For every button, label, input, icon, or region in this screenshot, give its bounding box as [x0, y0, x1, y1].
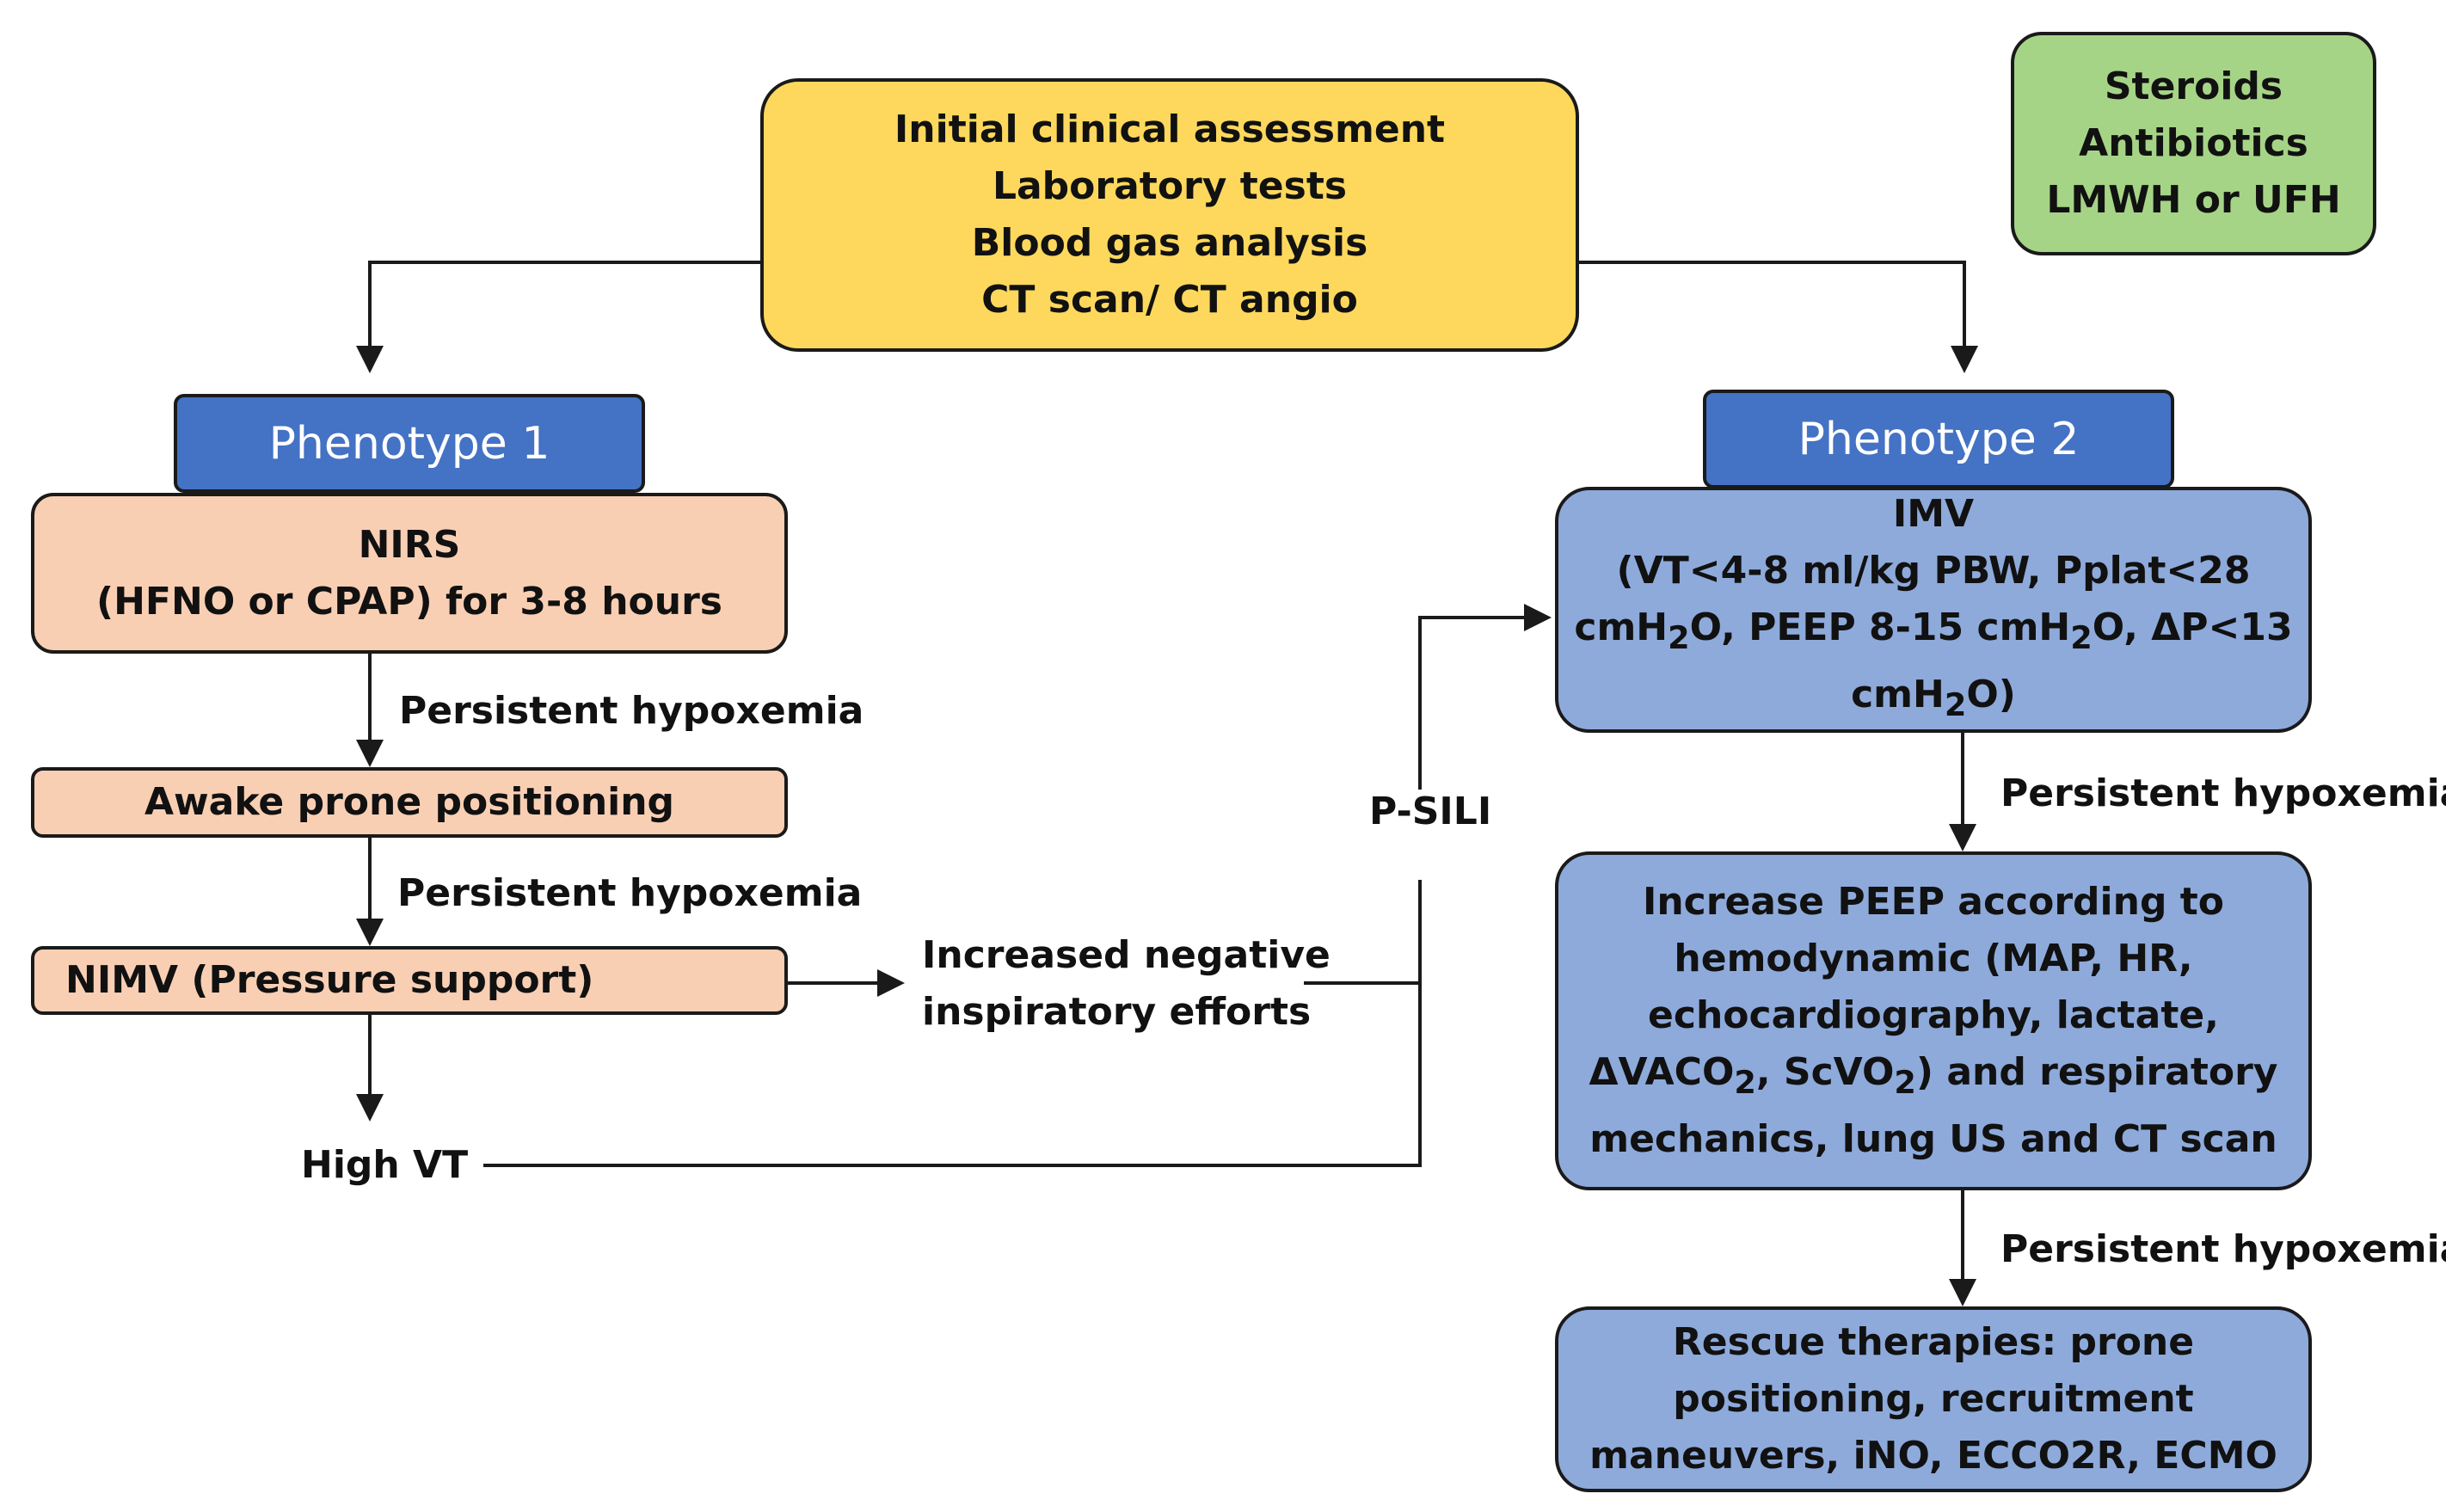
imv-line-3-subscript-1: 2 — [1668, 619, 1690, 656]
imv-line-3: cmH2O, PEEP 8-15 cmH2O, ΔP<13 — [1574, 599, 2292, 667]
increase-peep-box: Increase PEEP according to hemodynamic (… — [1555, 851, 2312, 1190]
phenotype1-header: Phenotype 1 — [174, 394, 645, 493]
peep-line-4: ΔVACO2, ScVO2) and respiratory — [1589, 1044, 2277, 1111]
adjunct-therapies-box: Steroids Antibiotics LMWH or UFH — [2011, 32, 2376, 255]
imv-line-3-part-c: O, ΔP<13 — [2092, 605, 2293, 650]
imv-line-3-part-a: cmH — [1574, 605, 1669, 650]
arrow-assessment-to-phenotype1 — [356, 261, 760, 373]
imv-line-3-subscript-2: 2 — [2070, 619, 2093, 656]
phenotype2-header: Phenotype 2 — [1703, 390, 2174, 489]
imv-box: IMV (VT<4-8 ml/kg PBW, Pplat<28 cmH2O, P… — [1555, 487, 2312, 733]
awake-prone-label: Awake prone positioning — [144, 780, 675, 824]
rescue-line-3: maneuvers, iNO, ECCO2R, ECMO — [1589, 1434, 2277, 1478]
nirs-line-1: NIRS — [358, 522, 461, 567]
imv-line-3-part-b: O, PEEP 8-15 cmH — [1689, 605, 2071, 650]
peep-line-4-subscript-1: 2 — [1734, 1063, 1756, 1101]
peep-line-4-subscript-2: 2 — [1894, 1063, 1916, 1101]
peep-line-4-part-c: ) and respiratory — [1915, 1050, 2278, 1095]
awake-prone-box: Awake prone positioning — [31, 767, 788, 838]
peep-line-5: mechanics, lung US and CT scan — [1589, 1116, 2277, 1161]
peep-line-4-part-a: ΔVACO — [1589, 1050, 1735, 1095]
peep-line-4-part-b: , ScVO — [1755, 1050, 1895, 1095]
nimv-box: NIMV (Pressure support) — [31, 946, 788, 1015]
arrow-assessment-to-phenotype2 — [1576, 261, 1978, 373]
high-vt-label: High VT — [301, 1143, 469, 1187]
rescue-therapies-box: Rescue therapies: prone positioning, rec… — [1555, 1306, 2312, 1492]
rescue-line-1: Rescue therapies: prone — [1672, 1320, 2195, 1364]
imv-line-4-part-a: cmH — [1851, 673, 1945, 716]
increased-efforts-line-1: Increased negative — [922, 933, 1331, 977]
assessment-line-4: CT scan/ CT angio — [981, 278, 1358, 322]
psili-label: P-SILI — [1369, 790, 1492, 833]
adjunct-line-3: LMWH or UFH — [2046, 178, 2341, 222]
nirs-box: NIRS (HFNO or CPAP) for 3-8 hours — [31, 493, 788, 654]
assessment-line-3: Blood gas analysis — [971, 221, 1368, 265]
peep-line-3: echocardiography, lactate, — [1648, 993, 2219, 1038]
persistent-hypoxemia-label-4: Persistent hypoxemia — [2000, 1227, 2446, 1271]
phenotype1-title: Phenotype 1 — [268, 417, 550, 470]
increased-efforts-line-2: inspiratory efforts — [922, 990, 1312, 1034]
peep-line-1: Increase PEEP according to — [1642, 880, 2225, 925]
increased-efforts-label: Increased negative inspiratory efforts — [922, 927, 1331, 1041]
initial-assessment-box: Initial clinical assessment Laboratory t… — [760, 78, 1579, 352]
arrow-psili-to-imv — [1418, 604, 1552, 790]
imv-line-4-part-b: O) — [1966, 673, 2016, 716]
imv-line-4: cmH2O) — [1851, 667, 2016, 734]
peep-line-2: hemodynamic (MAP, HR, — [1674, 937, 2193, 981]
persistent-hypoxemia-label-1: Persistent hypoxemia — [399, 689, 864, 733]
assessment-line-1: Initial clinical assessment — [894, 108, 1446, 151]
imv-line-4-subscript: 2 — [1944, 685, 1967, 723]
nirs-line-2: (HFNO or CPAP) for 3-8 hours — [96, 579, 722, 624]
imv-line-2: (VT<4-8 ml/kg PBW, Pplat<28 — [1616, 549, 2251, 593]
rescue-line-2: positioning, recruitment — [1673, 1377, 2194, 1421]
persistent-hypoxemia-label-3: Persistent hypoxemia — [2000, 771, 2446, 815]
assessment-line-2: Laboratory tests — [992, 164, 1348, 208]
adjunct-line-1: Steroids — [2104, 65, 2283, 108]
persistent-hypoxemia-label-2: Persistent hypoxemia — [397, 871, 863, 915]
imv-line-1: IMV — [1892, 492, 1975, 537]
phenotype2-title: Phenotype 2 — [1798, 413, 2080, 465]
nimv-label: NIMV (Pressure support) — [65, 958, 594, 1002]
adjunct-line-2: Antibiotics — [2079, 121, 2308, 165]
